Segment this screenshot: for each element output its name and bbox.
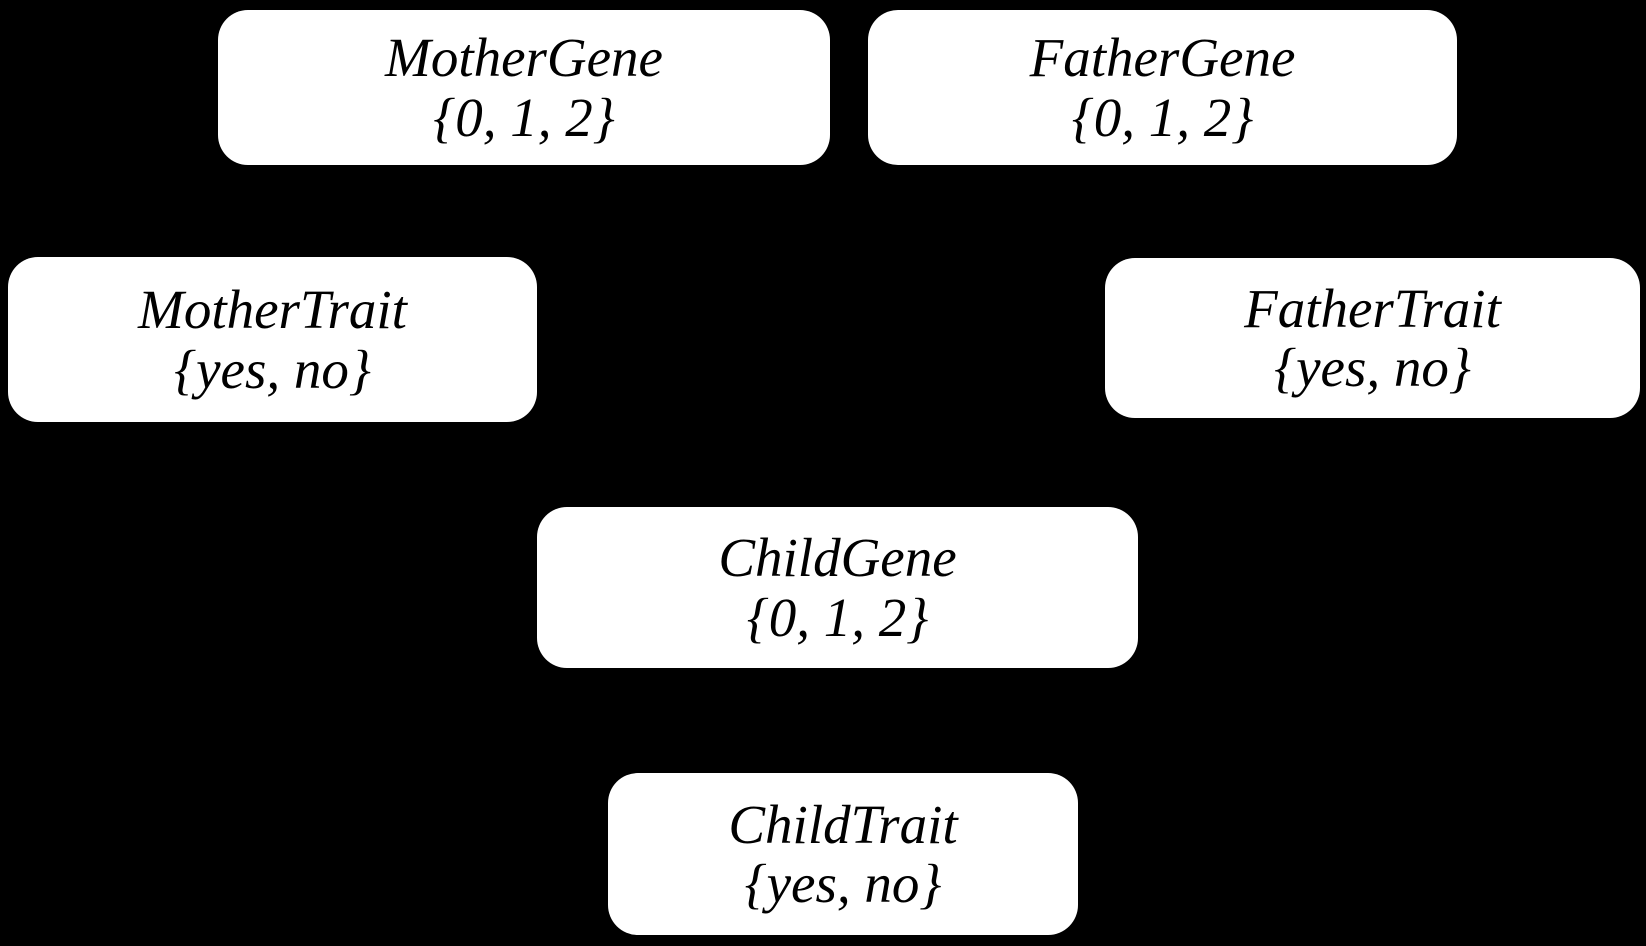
node-child-gene-domain: {0, 1, 2}	[746, 586, 929, 648]
node-father-gene-domain: {0, 1, 2}	[1071, 86, 1254, 148]
node-mother-gene-domain: {0, 1, 2}	[433, 86, 615, 148]
node-child-trait[interactable]: ChildTrait {yes, no}	[608, 773, 1078, 935]
node-mother-gene[interactable]: MotherGene {0, 1, 2}	[218, 10, 830, 165]
node-father-trait-label: FatherTrait	[1244, 277, 1501, 339]
node-child-trait-domain: {yes, no}	[744, 853, 942, 914]
node-father-gene[interactable]: FatherGene {0, 1, 2}	[868, 10, 1457, 165]
node-child-gene-label: ChildGene	[718, 527, 957, 589]
node-child-gene[interactable]: ChildGene {0, 1, 2}	[537, 507, 1138, 668]
node-father-trait[interactable]: FatherTrait {yes, no}	[1105, 258, 1640, 418]
node-mother-trait-label: MotherTrait	[138, 279, 407, 341]
node-father-trait-domain: {yes, no}	[1274, 337, 1471, 398]
node-child-trait-label: ChildTrait	[728, 793, 958, 855]
node-mother-gene-label: MotherGene	[385, 27, 663, 89]
node-father-gene-label: FatherGene	[1029, 27, 1296, 89]
node-mother-trait-domain: {yes, no}	[174, 338, 371, 400]
node-mother-trait[interactable]: MotherTrait {yes, no}	[8, 257, 537, 422]
